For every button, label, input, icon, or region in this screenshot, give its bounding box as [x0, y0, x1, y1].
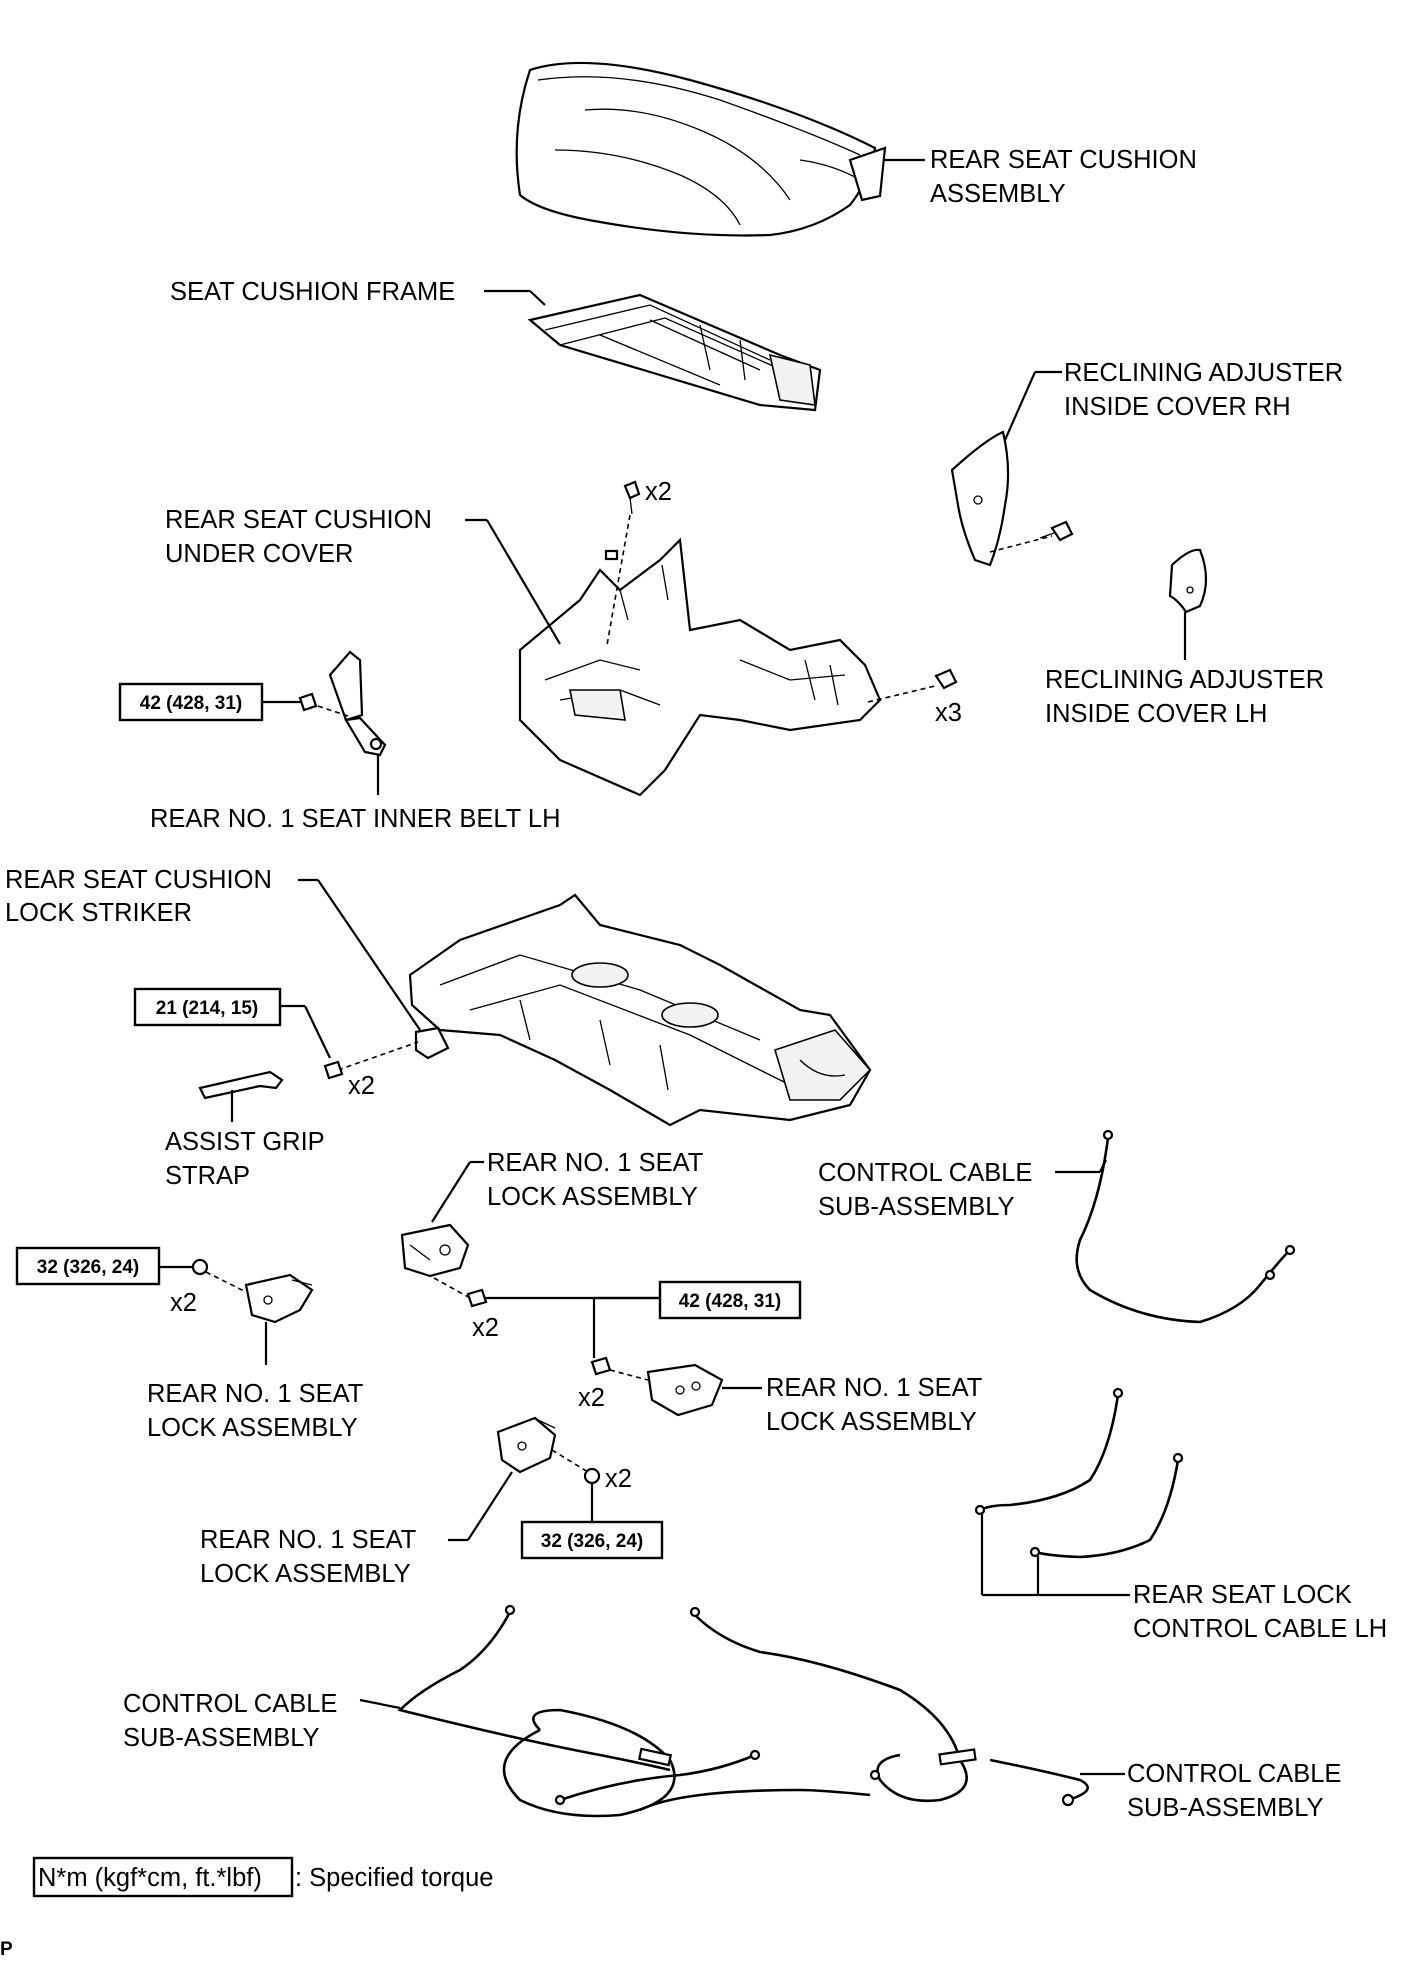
torque-lock-left: 32 (326, 24) [37, 1257, 139, 1278]
torque-belt: 42 (428, 31) [140, 693, 242, 714]
qty-under-cover-top: x2 [645, 478, 672, 506]
lock-control-cable-illustration [974, 1387, 1184, 1597]
qty-lock-right: x2 [578, 1384, 605, 1412]
inner-belt-illustration [262, 650, 387, 795]
torque-striker: 21 (214, 15) [156, 998, 258, 1019]
nut-icon [583, 1467, 601, 1485]
rear-seat-cushion-illustration [515, 61, 925, 237]
torque-lock-lower: 32 (326, 24) [541, 1531, 643, 1552]
qty-lock-upper: x2 [472, 1314, 499, 1342]
lock-striker-illustration [280, 878, 450, 1080]
bolt-icon [623, 480, 641, 515]
control-cable-right-illustration [639, 1606, 1125, 1812]
nut-icon [191, 1258, 209, 1276]
bolt-icon [1039, 520, 1074, 542]
qty-lock-left: x2 [170, 1289, 197, 1317]
torque-box-belt [118, 682, 264, 722]
lock-assy-left-illustration [159, 1258, 314, 1365]
qty-lock-lower: x2 [605, 1465, 632, 1493]
qty-striker: x2 [348, 1072, 375, 1100]
label-seat-cushion-frame: SEAT CUSHION FRAME [170, 278, 455, 306]
label-inner-belt: REAR NO. 1 SEAT INNER BELT LH [150, 805, 560, 833]
lock-assy-lower-illustration [448, 1416, 601, 1542]
under-cover-illustration [465, 480, 958, 797]
control-cable-upper-illustration [1055, 1129, 1296, 1324]
reclining-cover-rh-illustration [950, 370, 1074, 567]
torque-box-lock-left [15, 1246, 161, 1286]
reclining-cover-lh-illustration [1168, 548, 1208, 660]
qty-under-cover-right: x3 [935, 699, 962, 727]
torque-box-lock-lower [520, 1520, 664, 1560]
bolt-icon [590, 1356, 612, 1376]
control-cable-left-illustration [359, 1604, 761, 1818]
corner-mark: P [0, 1939, 13, 1960]
seat-frame-assembly-illustration [408, 893, 872, 1127]
legend-unit: N*m (kgf*cm, ft.*lbf) [38, 1864, 262, 1892]
bolt-icon [934, 668, 958, 690]
bolt-icon [323, 1060, 344, 1080]
lock-assy-right-illustration [590, 1356, 762, 1417]
lock-assy-upper-illustration [400, 1160, 660, 1358]
seat-cushion-frame-illustration [484, 289, 822, 412]
torque-legend: N*m (kgf*cm, ft.*lbf) : Specified torque [32, 1856, 493, 1898]
legend-text: : Specified torque [295, 1864, 493, 1892]
legend-box [32, 1856, 294, 1898]
assist-grip-illustration [198, 1070, 284, 1122]
torque-box-striker [133, 987, 282, 1027]
torque-box-lock-center [658, 1280, 802, 1320]
bolt-icon [298, 692, 318, 712]
bolt-icon [466, 1288, 488, 1308]
torque-lock-center: 42 (428, 31) [679, 1291, 781, 1312]
